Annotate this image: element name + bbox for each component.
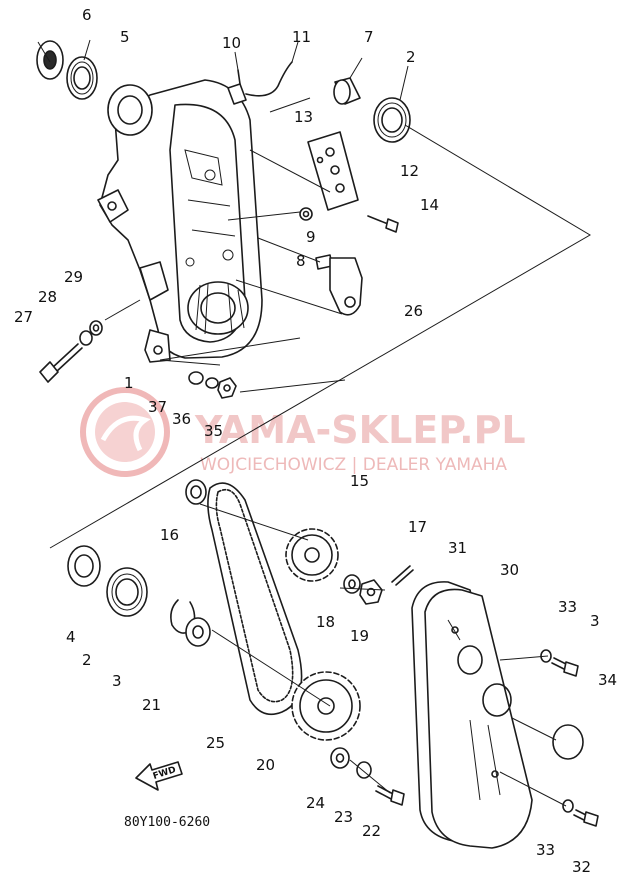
callout-3-right: 3: [590, 612, 600, 630]
callout-22: 22: [362, 822, 381, 840]
circlip-part-3: [170, 599, 196, 634]
callout-28: 28: [38, 288, 57, 306]
callout-26: 26: [404, 302, 423, 320]
bearing-part-4: [67, 545, 101, 587]
watermark-logo-swoosh: [100, 415, 151, 452]
callout-19: 19: [350, 627, 369, 645]
nut-part-35: [217, 377, 237, 399]
watermark-logo-ring: [80, 387, 170, 477]
callout-12: 12: [400, 162, 419, 180]
assembly-lines: [37, 39, 591, 807]
tensioner-part-26: [329, 257, 363, 316]
washer-part-33-bottom: [562, 799, 574, 813]
bearing-part-5: [66, 56, 98, 100]
callout-23: 23: [334, 808, 353, 826]
callout-2-top: 2: [406, 48, 416, 66]
callout-18: 18: [316, 613, 335, 631]
callout-25: 25: [206, 734, 225, 752]
chaincase-cover-part-30: [424, 588, 533, 849]
watermark-logo-disc: [95, 402, 155, 462]
bolt-part-27: [39, 343, 83, 383]
sprocket-part-15: [285, 528, 339, 582]
callout-29: 29: [64, 268, 83, 286]
collar-part-7: [333, 77, 361, 105]
washer-part-28: [79, 330, 93, 346]
callout-15: 15: [350, 472, 369, 490]
bearing-part-2-top: [373, 97, 411, 143]
callout-6: 6: [82, 6, 92, 24]
washer-part-18: [343, 574, 361, 594]
callout-11: 11: [292, 28, 311, 46]
callout-33-bottom: 33: [536, 841, 555, 859]
callout-37: 37: [148, 398, 167, 416]
callout-9: 9: [306, 228, 316, 246]
callout-36: 36: [172, 410, 191, 428]
bearing-part-2-bottom: [106, 567, 148, 617]
callout-labels: 6 5 10 11 7 2 13 12 14 9 8 26 29 28 27 1…: [14, 6, 617, 876]
collar-part-16: [185, 479, 207, 505]
callout-35: 35: [204, 422, 223, 440]
plate-part-13: [307, 131, 359, 211]
watermark-subtitle: WOJCIECHOWICZ | DEALER YAMAHA: [200, 455, 507, 475]
callout-31: 31: [448, 539, 467, 557]
washer-part-24: [330, 747, 350, 769]
callout-20: 20: [256, 756, 275, 774]
reference-code: 80Y100-6260: [124, 815, 210, 830]
callout-14: 14: [420, 196, 439, 214]
callout-16: 16: [160, 526, 179, 544]
callout-5: 5: [120, 28, 130, 46]
cap-part-34: [552, 724, 584, 760]
cable-part-11: [245, 61, 293, 97]
callout-4: 4: [66, 628, 76, 646]
forward-arrow: FWD: [135, 761, 183, 791]
watermark: YAMA-SKLEP.PL WOJCIECHOWICZ | DEALER YAM…: [80, 387, 526, 477]
callout-1: 1: [124, 374, 134, 392]
callout-34: 34: [598, 671, 617, 689]
callout-21: 21: [142, 696, 161, 714]
sensor-part-10: [227, 69, 247, 105]
callout-8: 8: [296, 252, 306, 270]
bolt-part-32: [573, 809, 599, 827]
pin-part-17: [391, 565, 414, 586]
callout-33-top: 33: [558, 598, 577, 616]
washer-part-9: [299, 207, 313, 221]
bolt-part-22: [375, 785, 405, 806]
washer-part-37: [188, 371, 204, 385]
oil-seal-part-6: [36, 40, 64, 80]
callout-17: 17: [408, 518, 427, 536]
callout-32: 32: [572, 858, 591, 876]
bolt-part-3-right: [551, 657, 579, 677]
callout-13: 13: [294, 108, 313, 126]
callout-10: 10: [222, 34, 241, 52]
callout-7: 7: [364, 28, 374, 46]
chaincase-housing: [97, 79, 263, 363]
callout-24: 24: [306, 794, 325, 812]
callout-3-left: 3: [112, 672, 122, 690]
drive-chain-part-25: [207, 482, 303, 716]
washer-part-36: [205, 377, 219, 389]
spacer-part-21: [185, 617, 211, 647]
callout-30: 30: [500, 561, 519, 579]
callout-27: 27: [14, 308, 33, 326]
callout-2-bottom: 2: [82, 651, 92, 669]
washer-part-29: [89, 320, 103, 336]
nut-part-19: [359, 579, 383, 605]
watermark-name: YAMA-SKLEP.PL: [194, 408, 526, 452]
sprocket-part-20: [291, 671, 361, 741]
bolt-part-14: [367, 215, 399, 233]
